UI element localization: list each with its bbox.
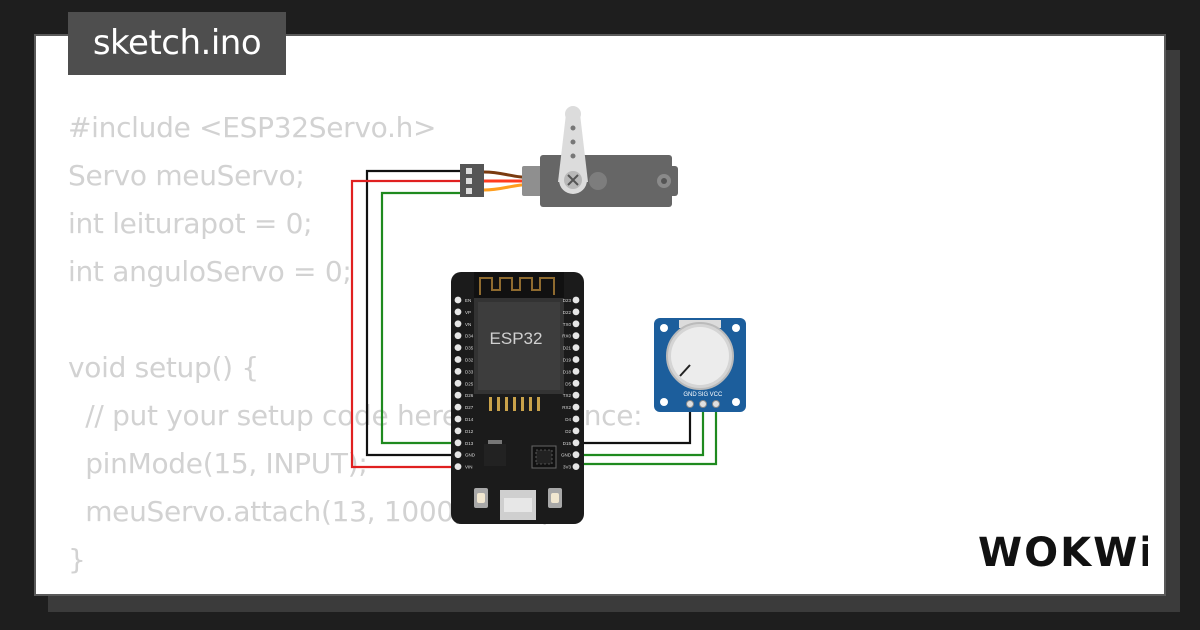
pin-hole [572,356,580,363]
pin-label: EN [465,298,471,303]
pot-wires [574,404,718,466]
logo-text: WOKWi [978,530,1148,576]
pin-hole [454,344,462,351]
pin-label: GND [465,453,476,458]
module-pads [489,397,540,411]
pin-hole [454,463,462,470]
pin-hole [572,403,580,411]
code-line: void setup() { [68,351,259,384]
code-line: pinMode(15, INPUT); [68,447,368,480]
pin-hole [572,451,580,459]
pin-label: RX2 [562,405,571,410]
pin-label: D32 [465,358,474,363]
pin-label: GND [561,453,572,458]
wokwi-logo: WOKWi [978,530,1148,576]
code-line: int anguloServo = 0; [68,255,352,288]
pin-label: VP [465,310,471,315]
pin-label: RX0 [562,334,571,339]
pin-hole [572,439,580,447]
pin-hole [454,451,462,459]
wire-black-pot [574,404,692,445]
pin-label: TX0 [563,322,572,327]
pot-pin-label: VCC [710,392,723,398]
pin-hole [454,308,462,316]
preview-card: #include <ESP32Servo.h> Servo meuServo; in… [34,34,1166,596]
pin-hole [572,296,580,304]
pin-hole [572,308,580,316]
pin-label: D23 [563,298,572,303]
servo-wires [350,169,462,469]
pin-hole [572,368,580,375]
pin-hole [454,403,462,411]
pin-hole [572,391,580,399]
code-line: } [68,543,86,576]
pin-label: VN [465,322,471,327]
pin-hole [454,439,462,447]
file-tab[interactable]: sketch.ino [68,12,286,75]
pin-hole [454,379,462,387]
pin-hole [454,296,462,304]
pin-label: D21 [563,346,572,351]
pin-hole [454,320,462,328]
pin-hole [572,320,580,328]
pin-label: D5 [565,381,571,386]
pin-hole [454,332,462,340]
pin-hole [454,356,462,363]
wire-green [380,191,462,445]
pin-label: D14 [465,417,474,422]
pin-hole [454,427,462,435]
code-preview: #include <ESP32Servo.h> Servo meuServo; in… [68,104,643,584]
wire-green-pot [574,404,705,457]
pin-label: D27 [465,405,474,410]
pin-label: D18 [563,369,572,374]
esp32-board[interactable]: ESP32 ENVPVND34D35D32D33D25D26D27D14D12D… [451,272,584,524]
pin-label: D33 [465,369,474,374]
pin-label: D26 [465,393,474,398]
pin-hole [572,427,580,435]
regulator [484,444,506,466]
wire-red [350,179,462,469]
pot-pin-label: GND [683,392,697,398]
pin-hole [454,391,462,399]
pin-hole [572,332,580,340]
potentiometer[interactable]: GND SIG VCC [654,318,746,412]
pin-hole [572,463,580,470]
pin-hole [572,415,580,423]
pin-label: D13 [465,441,474,446]
code-line: int leiturapot = 0; [68,207,313,240]
pin-label: D35 [465,346,474,351]
pot-pin-label: SIG [698,392,709,398]
pin-label: D4 [565,417,571,422]
wire-green-pot-2 [574,404,718,466]
wire-black [365,169,462,457]
pin-hole [454,415,462,423]
pin-label: D15 [563,441,572,446]
pin-label: VIN [465,465,473,470]
servo-motor[interactable] [460,106,678,207]
code-line: #include <ESP32Servo.h> [68,111,437,144]
pin-hole [572,379,580,387]
code-line: Servo meuServo; [68,159,305,192]
pin-label: D12 [465,429,474,434]
pin-label: D22 [563,310,572,315]
chip-label: ESP32 [490,329,543,348]
pin-label: D25 [465,381,474,386]
servo-horn [558,114,588,182]
pin-label: D19 [563,358,572,363]
pin-label: TX2 [563,393,572,398]
pin-hole [572,344,580,351]
pin-label: D2 [565,429,571,434]
pin-label: 3V3 [563,465,572,470]
pin-hole [454,368,462,375]
pin-label: D34 [465,334,474,339]
